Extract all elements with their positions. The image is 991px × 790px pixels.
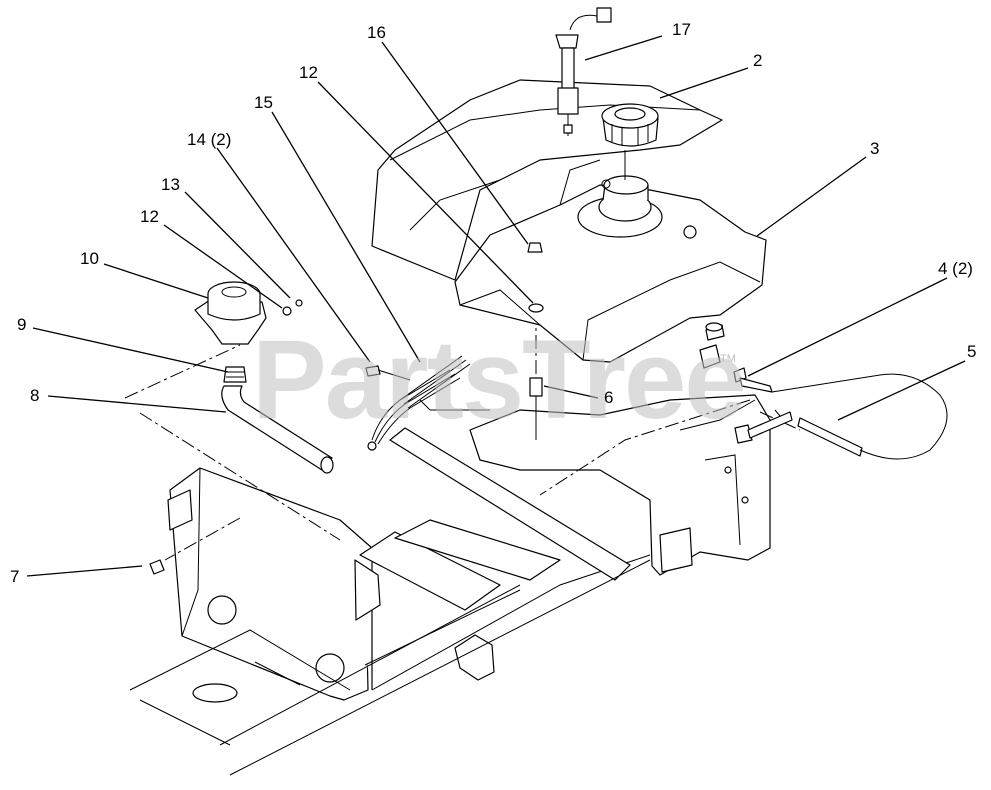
watermark-trademark: TM — [720, 353, 736, 365]
leader-lines — [26, 35, 966, 577]
callout-12-upper: 12 — [299, 63, 318, 82]
callout-4: 4 (2) — [938, 259, 973, 278]
callout-3: 3 — [870, 139, 879, 158]
wire-harness — [365, 355, 490, 451]
callout-15: 15 — [254, 93, 273, 112]
callout-14: 14 (2) — [187, 130, 231, 149]
tank-fasteners — [149, 242, 544, 575]
fuel-gauge-sender — [555, 7, 612, 136]
callout-2: 2 — [753, 51, 762, 70]
frame-chassis — [124, 260, 801, 776]
callout-6: 6 — [604, 388, 613, 407]
callout-8: 8 — [30, 386, 39, 405]
watermark-logo: PartsTree — [252, 317, 745, 442]
fuel-line-cable — [699, 322, 948, 460]
callout-16: 16 — [367, 23, 386, 42]
callout-9: 9 — [17, 315, 26, 334]
callout-17: 17 — [672, 20, 691, 39]
callout-labels: 17 2 16 12 15 3 14 (2) 13 12 10 4 (2) 9 … — [10, 20, 976, 586]
callout-13: 13 — [161, 175, 180, 194]
pump-assembly — [194, 281, 334, 474]
callout-5: 5 — [967, 342, 976, 361]
callout-10: 10 — [80, 249, 99, 268]
callout-7: 7 — [10, 567, 19, 586]
callout-12-lower: 12 — [140, 207, 159, 226]
fuel-cap — [601, 103, 659, 180]
